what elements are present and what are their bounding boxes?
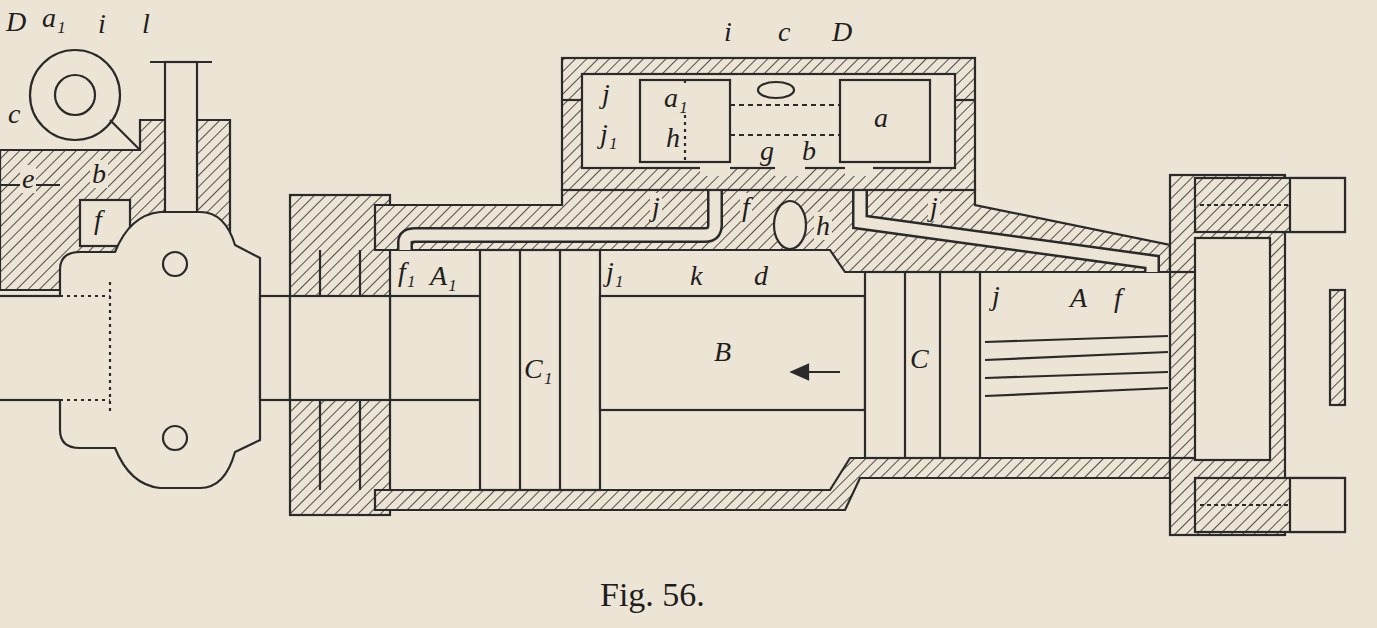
part-letter: j₁ xyxy=(604,258,626,286)
part-letter: i xyxy=(96,10,108,38)
crosshead xyxy=(0,212,482,488)
part-letter: f xyxy=(92,206,104,234)
part-letter: j xyxy=(990,282,1002,310)
part-letter: i xyxy=(722,18,734,46)
part-letter: C₁ xyxy=(522,355,554,383)
spring-lines xyxy=(985,336,1168,396)
part-letter: g xyxy=(758,137,776,165)
part-letter: f xyxy=(740,193,752,221)
part-letter: j₁ xyxy=(598,120,620,148)
part-letter: D xyxy=(830,18,854,46)
cylinder-wall xyxy=(375,190,1170,510)
piston xyxy=(480,250,980,490)
valve-chest xyxy=(562,58,975,190)
cylinder-head-right xyxy=(1170,175,1345,535)
part-letter: c xyxy=(776,18,792,46)
part-letter: l xyxy=(140,10,152,38)
part-letter: c xyxy=(6,100,22,128)
part-letter: A₁ xyxy=(428,262,459,290)
part-letter: j xyxy=(650,193,662,221)
figure-caption: Fig. 56. xyxy=(600,578,705,612)
part-letter: h xyxy=(664,124,682,152)
part-letter: a₁ xyxy=(40,4,68,32)
part-letter: j xyxy=(600,80,612,108)
part-letter: b xyxy=(800,137,818,165)
part-letter: h xyxy=(814,212,832,240)
part-letter: f xyxy=(1112,284,1124,312)
part-letter: k xyxy=(688,262,704,290)
part-letter: f₁ xyxy=(396,258,418,286)
part-letter: A xyxy=(1068,284,1089,312)
part-letter: C xyxy=(908,345,931,373)
part-letter: a xyxy=(872,104,890,132)
part-letter: e xyxy=(20,165,36,193)
part-letter: D xyxy=(4,8,28,36)
part-letter: d xyxy=(752,262,770,290)
part-letter: B xyxy=(712,338,733,366)
part-letter: b xyxy=(90,160,108,188)
part-letter: j xyxy=(928,193,940,221)
part-letter: a₁ xyxy=(662,84,690,112)
